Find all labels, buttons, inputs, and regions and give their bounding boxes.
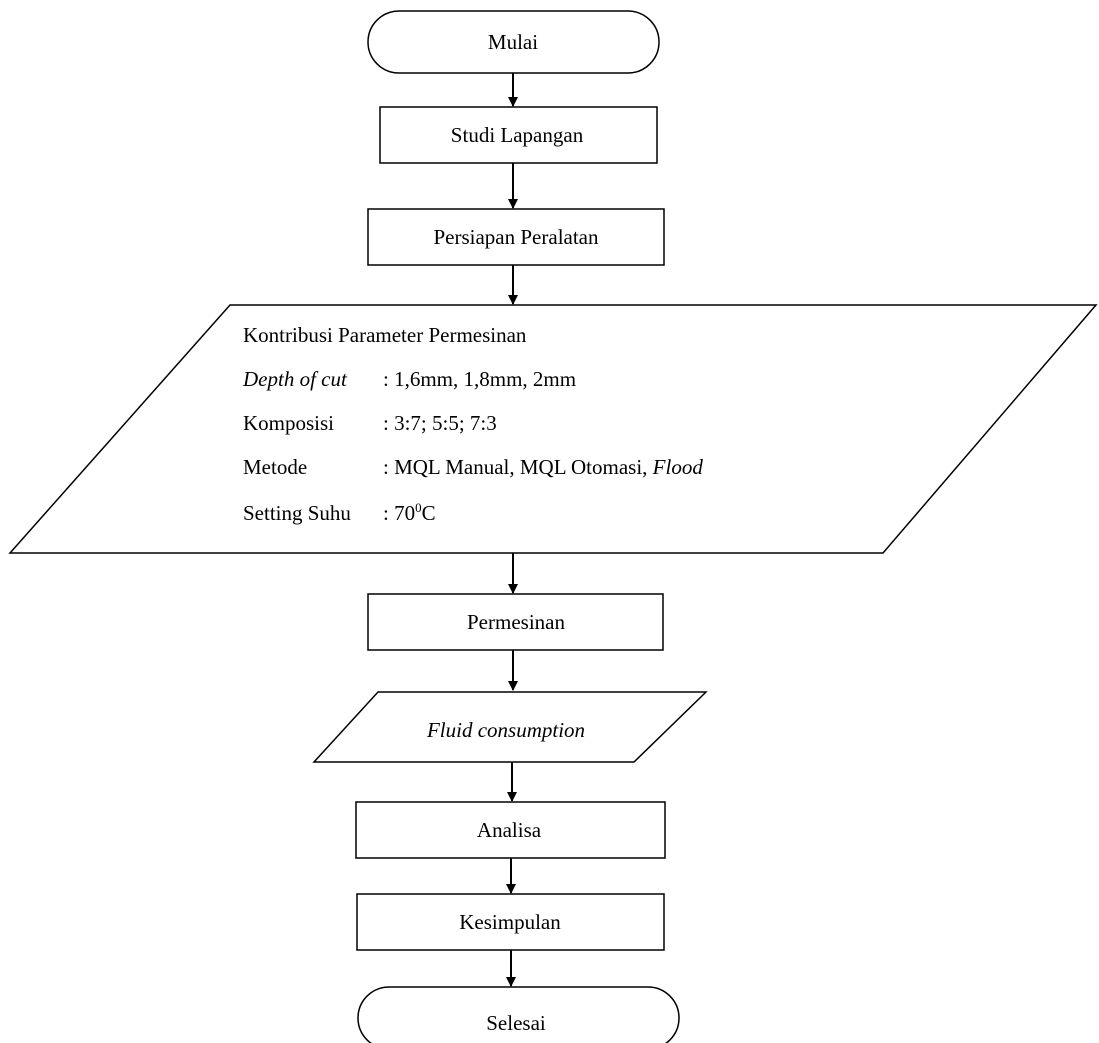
analisa-label: Analisa: [476, 818, 542, 842]
start-label: Mulai: [487, 30, 539, 54]
studi-lapangan-label: Studi Lapangan: [450, 123, 584, 147]
studi-lapangan-box: [379, 106, 658, 164]
end-label: Selesai: [486, 1011, 546, 1035]
param-suhu-value-suffix: C: [421, 501, 436, 525]
permesinan-label: Permesinan: [467, 610, 565, 634]
param-metode-value: : MQL Manual, MQL Otomasi, Flood: [383, 457, 703, 478]
param-metode-value-italic: Flood: [652, 455, 703, 479]
param-suhu-value: : 700C: [383, 500, 436, 525]
input-block-title: Kontribusi Parameter Permesinan: [243, 323, 527, 347]
kesimpulan-label: Kesimpulan: [459, 910, 561, 934]
param-komposisi-value: : 3:7; 5:5; 7:3: [383, 411, 497, 435]
kesimpulan-box: [356, 893, 665, 951]
param-suhu-key: Setting Suhu: [243, 501, 351, 525]
param-komposisi-key: Komposisi: [243, 411, 335, 435]
param-depth-value: : 1,6mm, 1,8mm, 2mm: [383, 367, 577, 391]
persiapan-peralatan-box: [367, 208, 665, 266]
input-parameters-parallelogram: [8, 304, 1098, 554]
param-metode-value-plain: : MQL Manual, MQL Otomasi,: [383, 455, 653, 479]
fluid-consumption-label: Fluid consumption: [426, 718, 586, 742]
persiapan-peralatan-label: Persiapan Peralatan: [433, 225, 599, 249]
param-depth-key: Depth of cut: [243, 367, 347, 391]
permesinan-box: [367, 593, 664, 651]
fluid-consumption-parallelogram: [312, 691, 708, 763]
end-terminator: [357, 986, 680, 1043]
param-suhu-value-prefix: : 70: [383, 501, 416, 525]
param-suhu-value-sup: 0: [415, 500, 422, 515]
param-metode-key: Metode: [243, 455, 308, 479]
